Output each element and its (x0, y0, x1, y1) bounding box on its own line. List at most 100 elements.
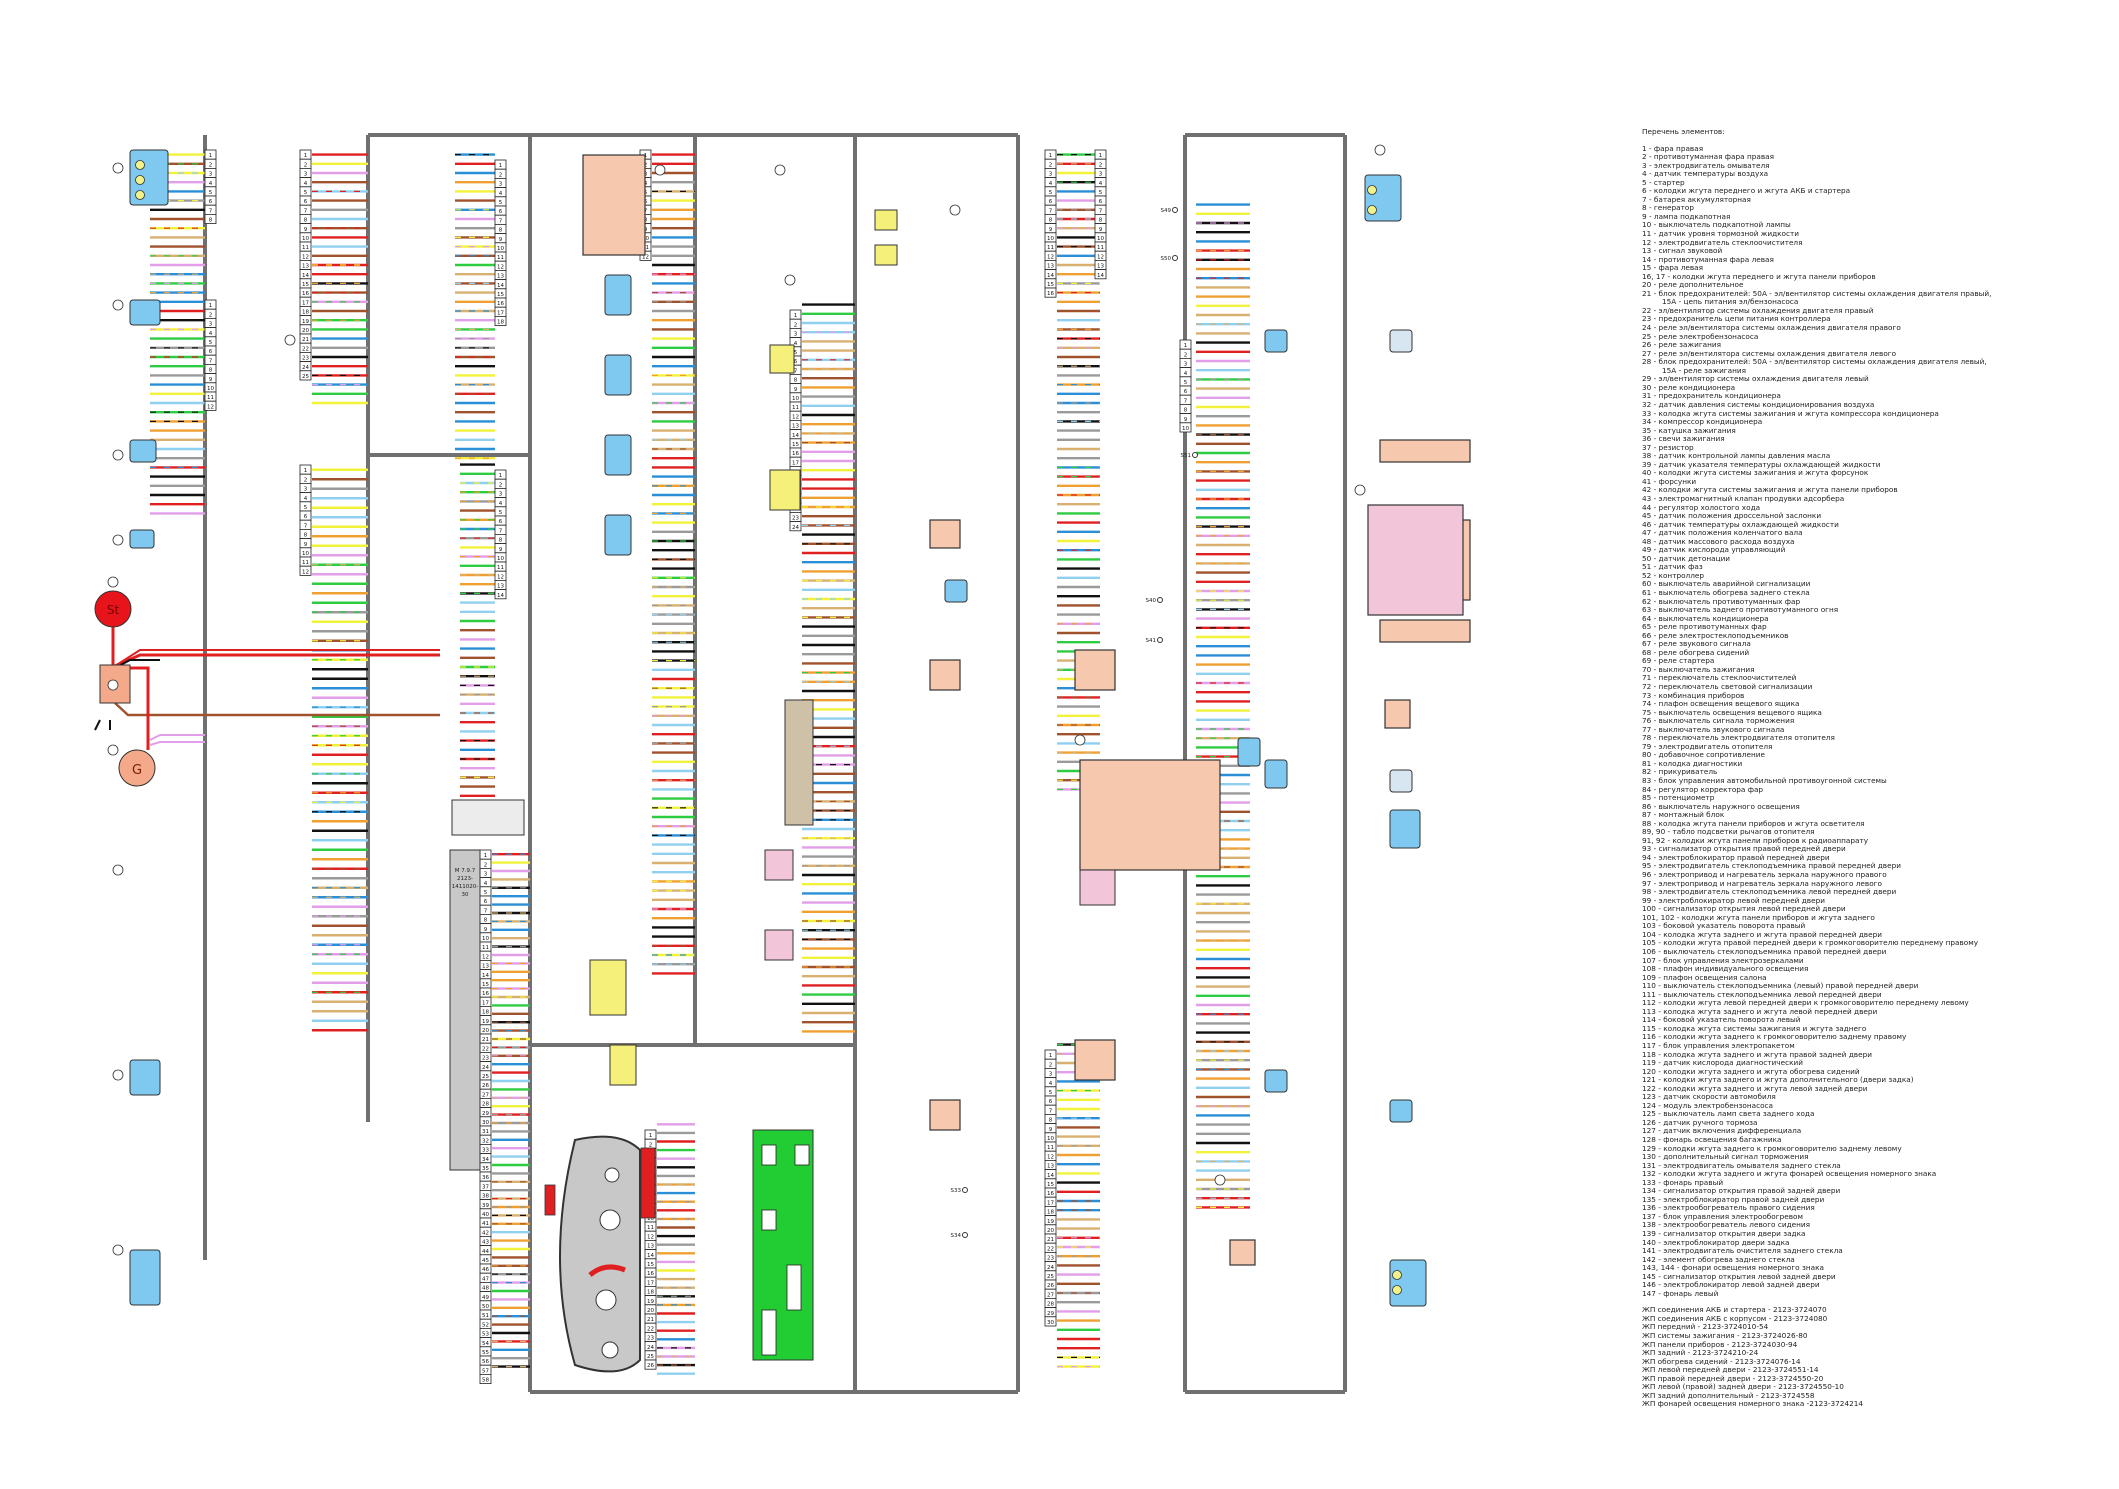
legend-item: 137 - блок управления электрообогревом (1642, 1211, 1803, 1221)
legend-item: 21 - блок предохранителей: 50А - эл/вент… (1642, 288, 1992, 298)
pin-number: 20 (482, 1028, 489, 1034)
legend-item: 70 - выключатель зажигания (1642, 664, 1755, 674)
legend-item: 117 - блок управления электропакетом (1642, 1040, 1795, 1050)
pin-number: 1 (649, 1133, 653, 1139)
legend-item: 50 - датчик детонации (1642, 553, 1731, 563)
pin-number: 2 (484, 862, 488, 868)
pin-number: 18 (497, 320, 504, 326)
reference-number (112, 299, 124, 311)
pin-number: 25 (302, 374, 309, 380)
connector-pin (204, 400, 217, 411)
splice-point (1157, 637, 1163, 643)
pin-number: 6 (209, 199, 213, 205)
legend-item: 130 - дополнительный сигнал торможения (1642, 1152, 1809, 1162)
splice-point (1157, 597, 1163, 603)
legend-item: 119 - датчик кислорода диагностический (1642, 1058, 1804, 1068)
relay-block (1379, 439, 1471, 463)
legend-item: 62 - выключатель противотуманных фар (1642, 596, 1801, 606)
legend-item: 131 - электродвигатель омывателя заднего… (1642, 1160, 1841, 1170)
pin-number: 11 (1047, 245, 1054, 251)
reference-number (112, 534, 124, 546)
legend-item: 96 - электропривод и нагреватель зеркала… (1642, 870, 1887, 880)
pin-number: 17 (647, 1280, 654, 1286)
pin-number: 1 (1099, 153, 1103, 159)
legend-item: 140 - электроблокиратор двери задка (1642, 1237, 1790, 1247)
harness-item: ЖП панели приборов - 2123-3724030-94 (1642, 1339, 1798, 1349)
legend-item: 13 - сигнал звуковой (1642, 246, 1723, 256)
pin-number: 2 (649, 1142, 653, 1148)
pin-number: 1 (209, 153, 213, 159)
pin-number: 3 (1184, 362, 1188, 368)
sensor-block (1264, 329, 1288, 353)
legend-item: 31 - предохранитель кондиционера (1642, 391, 1781, 401)
legend-item: 14 - противотуманная фара левая (1642, 254, 1774, 264)
connector-pin (299, 370, 312, 381)
harness-item: ЖП задний дополнительный - 2123-3724558 (1642, 1390, 1815, 1400)
pin-number: 31 (482, 1129, 489, 1135)
pin-number: 21 (302, 337, 309, 343)
reference-number (784, 274, 796, 286)
pin-number: 35 (482, 1166, 489, 1172)
pin-number: 8 (794, 378, 798, 384)
harness-list: ЖП соединения АКБ и стартера - 2123-3724… (1642, 1306, 2112, 1409)
fuse-socket (794, 1144, 810, 1166)
harness-item: ЖП соединения АКБ и стартера - 2123-3724… (1642, 1305, 1827, 1315)
pin-number: 8 (1099, 218, 1103, 224)
sensor-block (1389, 329, 1413, 353)
pin-number: 16 (1047, 1191, 1054, 1197)
pin-number: 4 (1049, 181, 1053, 187)
pin-number: 26 (482, 1083, 489, 1089)
pin-number: 24 (792, 525, 799, 531)
splice-point (1172, 207, 1178, 213)
pin-number: 9 (1184, 417, 1188, 423)
legend-item: 93 - сигнализатор открытия правой передн… (1642, 844, 1846, 854)
pin-number: 25 (482, 1074, 489, 1080)
pin-number: 22 (1047, 1246, 1054, 1252)
legend-item: 51 - датчик фаз (1642, 562, 1703, 572)
pin-number: 7 (1049, 208, 1053, 214)
relay-block (1379, 619, 1471, 643)
legend-item: 105 - колодки жгута правой передней двер… (1642, 938, 1979, 948)
controller-52 (449, 849, 481, 1171)
pin-number: 20 (647, 1308, 654, 1314)
pin-number: 6 (304, 514, 308, 520)
pin-number: 13 (1097, 264, 1104, 270)
legend-item: 106 - выключатель стеклоподъемника право… (1642, 946, 1887, 956)
pin-number: 5 (209, 190, 213, 196)
pin-number: 10 (1182, 426, 1189, 432)
pin-number: 7 (644, 208, 648, 214)
sensor-block (1389, 1259, 1427, 1307)
legend-item: 9 - лампа подкапотная (1642, 211, 1731, 221)
connector-pin (479, 1374, 492, 1385)
legend-item: 91, 92 - колодки жгута панели приборов к… (1642, 835, 1869, 845)
pin-number: 5 (794, 350, 798, 356)
pin-number: 4 (499, 191, 503, 197)
pin-number: 10 (482, 936, 489, 942)
gauge-dial (601, 1341, 619, 1359)
pin-number: 14 (647, 1253, 654, 1259)
legend-item: 47 - датчик положения коленчатого вала (1642, 528, 1803, 538)
pin-number: 7 (304, 208, 308, 214)
legend-item: 12 - электродвигатель стеклоочистителя (1642, 237, 1803, 247)
legend-item: 72 - переключатель световой сигнализации (1642, 682, 1813, 691)
pin-number: 14 (482, 973, 489, 979)
pin-number: 6 (484, 899, 488, 905)
legend-item: 110 - выключатель стеклоподъемника (левы… (1642, 981, 1919, 991)
yellow-block (589, 959, 627, 1016)
pin-number: 19 (302, 319, 309, 325)
pin-number: 1 (1184, 343, 1188, 349)
pin-number: 3 (1049, 1072, 1053, 1078)
pin-number: 14 (497, 283, 504, 289)
relay-block (1229, 1239, 1256, 1266)
splice-point (1192, 452, 1198, 458)
legend-item: 52 - контроллер (1642, 570, 1704, 580)
legend-item: 28 - блок предохранителей: 50А - эл/вент… (1642, 357, 1987, 367)
legend-item: 111 - выключатель стеклоподъемника левой… (1642, 989, 1882, 999)
legend-item: 147 - фонарь левый (1642, 1288, 1719, 1298)
pin-number: 7 (484, 908, 488, 914)
pin-number: 11 (207, 395, 214, 401)
pin-number: 6 (209, 349, 213, 355)
pin-number: 23 (482, 1056, 489, 1062)
legend-item: 145 - сигнализатор открытия левой задней… (1642, 1271, 1836, 1281)
